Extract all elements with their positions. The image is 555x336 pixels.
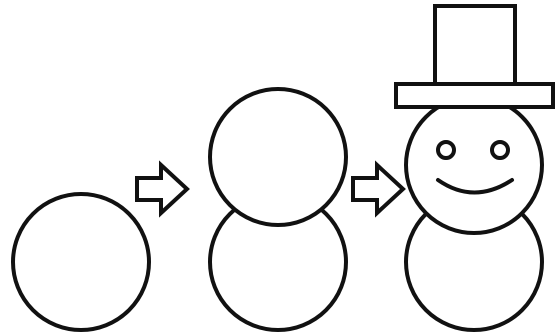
left-eye-icon: [436, 140, 456, 160]
hat-crown: [433, 4, 517, 86]
stage-1-snowball: [11, 192, 151, 332]
stage-3-head-ball: [404, 95, 544, 235]
stage-3-snowman: [394, 4, 555, 332]
top-hat-icon: [394, 4, 555, 109]
smile-icon: [436, 178, 514, 195]
stage-1-body-ball: [11, 192, 151, 332]
stage-2-snowballs: [208, 87, 348, 332]
arrow-2-right-icon: [351, 160, 406, 218]
hat-brim: [394, 82, 555, 109]
right-eye-icon: [490, 140, 510, 160]
arrow-1-right-icon: [135, 160, 190, 218]
stage-2-head-ball: [208, 87, 348, 227]
